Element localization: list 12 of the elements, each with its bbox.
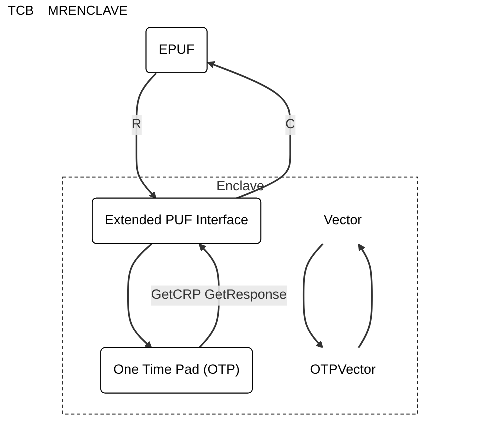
edge-label: R bbox=[132, 118, 142, 132]
edge-label: GetCRP GetResponse bbox=[151, 288, 288, 303]
arrow bbox=[127, 243, 153, 349]
arrow bbox=[358, 244, 373, 349]
edge-label: C bbox=[286, 118, 296, 132]
node-text: OTPVector bbox=[310, 363, 376, 378]
arrow bbox=[207, 61, 292, 200]
note-label: MRENCLAVE bbox=[48, 3, 128, 18]
node-text: Vector bbox=[324, 213, 362, 228]
arrow bbox=[136, 72, 157, 200]
note-label: TCB bbox=[8, 3, 34, 18]
arrow bbox=[302, 244, 324, 349]
